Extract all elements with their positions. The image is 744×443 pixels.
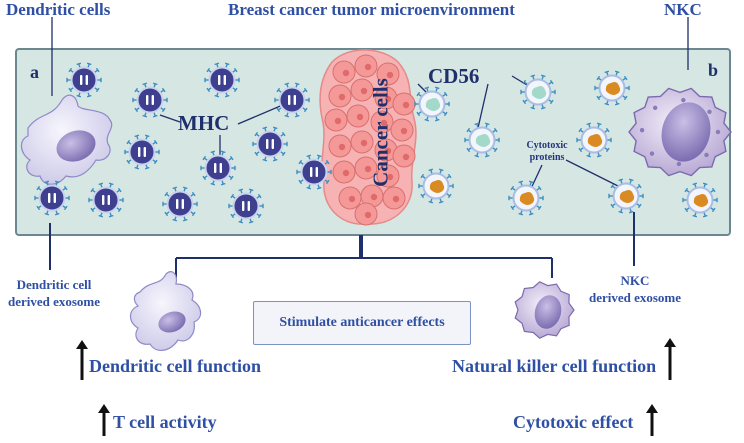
cd56-exosome-icon <box>464 122 500 158</box>
dendritic-cell-icon <box>129 271 202 351</box>
mhc-exosome-icon <box>162 186 198 222</box>
cytotoxic-effect-label: Cytotoxic effect <box>513 412 634 432</box>
dc-derived-exosome-label: Dendritic cell derived exosome <box>0 276 108 310</box>
mhc-exosome-icon <box>200 150 236 186</box>
dendritic-cell-icon <box>20 94 113 185</box>
mhc-exosome-icon <box>252 126 288 162</box>
cytotoxic-exosome-icon <box>508 180 544 216</box>
mhc-exosome-icon <box>34 180 70 216</box>
nkc-derived-exosome-label: NKC derived exosome <box>576 272 694 306</box>
dc-exosome-line2: derived exosome <box>7 294 101 309</box>
cytotoxic-exosome-icon <box>608 178 644 214</box>
cytotoxic-proteins-line1: Cytotoxic <box>526 140 568 151</box>
mhc-exosome-icon <box>88 182 124 218</box>
nk-function-label: Natural killer cell function <box>452 356 657 376</box>
connector-tree <box>49 212 635 278</box>
mhc-exosome-icon <box>66 62 102 98</box>
cytotoxic-exosome-icon <box>594 70 630 106</box>
mhc-exosome-icon <box>228 188 264 224</box>
mhc-exosome-icon <box>132 82 168 118</box>
cd56-label: CD56 <box>428 64 480 88</box>
nkc-exosome-line1: NKC <box>620 273 650 288</box>
panel-label-a: a <box>30 62 39 82</box>
mhc-exosome-icon <box>204 62 240 98</box>
cancer-cell-cluster-icon <box>319 49 417 226</box>
mhc-label: MHC <box>178 111 230 135</box>
cancer-cells-label: Cancer cells <box>368 78 393 187</box>
up-arrow-icon <box>98 404 110 436</box>
nk-cell-icon <box>514 281 575 339</box>
stimulate-anticancer-box: Stimulate anticancer effects <box>253 301 471 345</box>
cytotoxic-proteins-line2: proteins <box>529 152 565 163</box>
cytotoxic-proteins-label: Cytotoxic proteins <box>512 140 582 164</box>
up-arrow-icon <box>76 340 88 380</box>
up-arrow-icon <box>646 404 658 436</box>
dendritic-cells-label: Dendritic cells <box>6 0 111 19</box>
t-cell-activity-label: T cell activity <box>113 412 217 432</box>
cytotoxic-exosome-icon <box>418 168 454 204</box>
dc-function-label: Dendritic cell function <box>89 356 261 376</box>
mhc-exosome-icon <box>124 134 160 170</box>
nk-cell-icon <box>628 87 732 177</box>
dc-exosome-line1: Dendritic cell <box>16 277 92 292</box>
cytotoxic-exosome-icon <box>682 182 718 218</box>
nkc-label: NKC <box>664 0 702 19</box>
nkc-exosome-line2: derived exosome <box>588 290 682 305</box>
up-arrow-icon <box>664 338 676 380</box>
cd56-exosome-icon <box>414 86 450 122</box>
mhc-exosome-icon <box>274 82 310 118</box>
cytotoxic-exosome-icon <box>576 122 612 158</box>
panel-label-b: b <box>708 60 719 80</box>
stimulate-anticancer-text: Stimulate anticancer effects <box>279 315 445 330</box>
mhc-exosome-icon <box>296 154 332 190</box>
cd56-exosome-icon <box>520 74 556 110</box>
diagram-title: Breast cancer tumor microenvironment <box>228 0 515 19</box>
